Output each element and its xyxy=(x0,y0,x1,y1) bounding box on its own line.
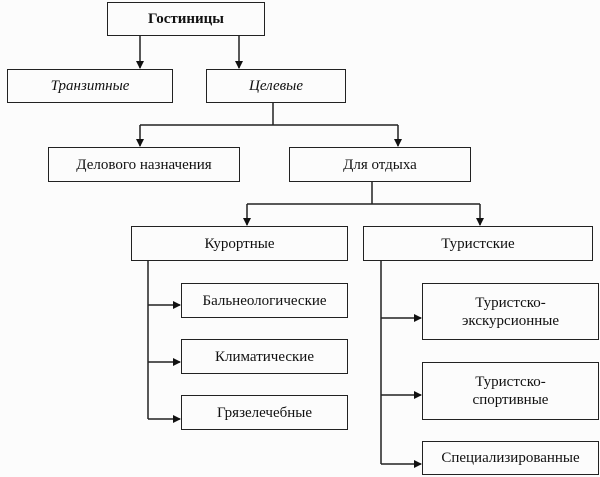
node-climatic: Климатические xyxy=(181,339,348,374)
node-transit: Транзитные xyxy=(7,69,173,103)
node-specialized: Специализированные xyxy=(422,441,599,475)
node-target: Целевые xyxy=(206,69,346,103)
node-leisure: Для отдыха xyxy=(289,147,471,182)
node-tourist-excursion: Туристско- экскурсионные xyxy=(422,283,599,340)
node-hotels: Гостиницы xyxy=(107,2,265,36)
node-mud-therapy: Грязелечебные xyxy=(181,395,348,430)
node-balneological: Бальнеологические xyxy=(181,283,348,318)
node-tourist: Туристские xyxy=(363,226,593,261)
node-resort: Курортные xyxy=(131,226,348,261)
node-tourist-sport: Туристско- спортивные xyxy=(422,362,599,420)
node-business: Делового назначения xyxy=(48,147,240,182)
